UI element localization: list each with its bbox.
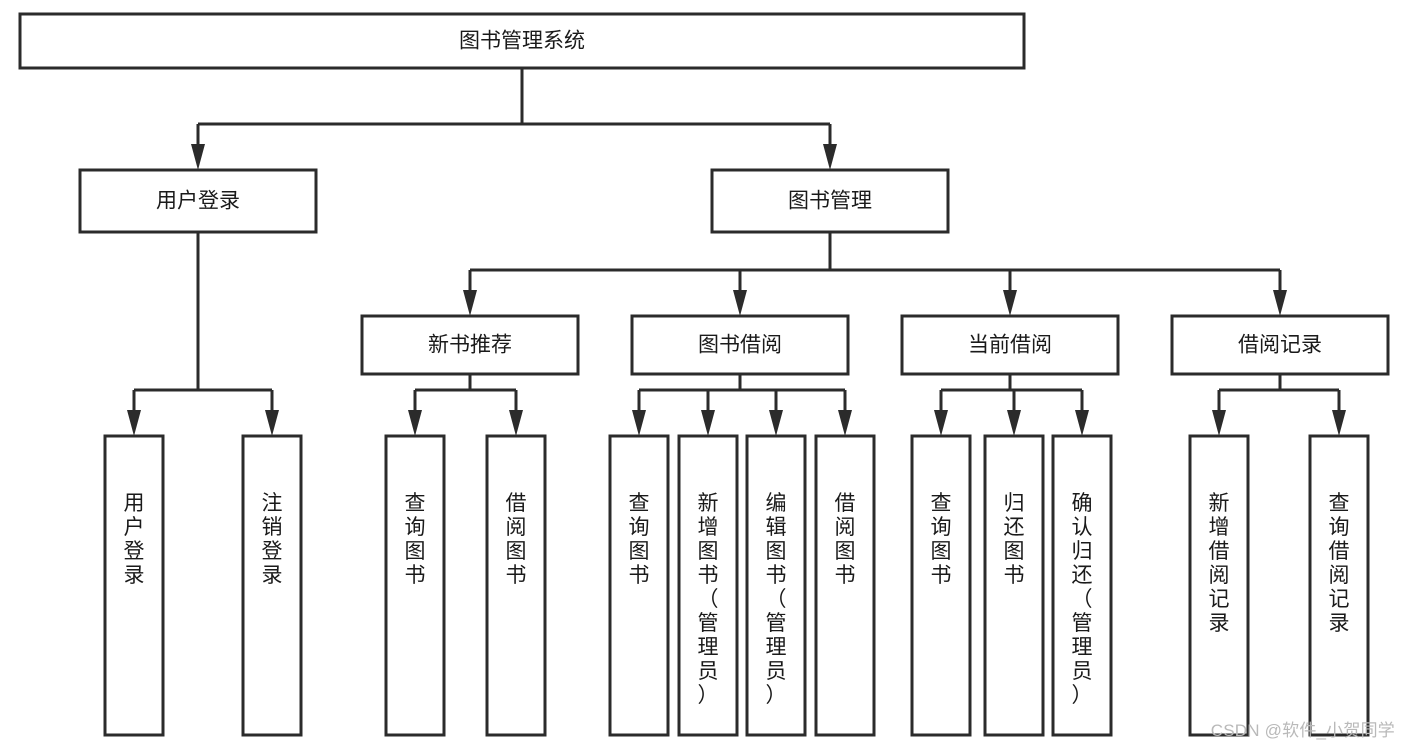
node-box (814, 434, 876, 737)
node-box (710, 168, 950, 234)
node-label: 用户登录 (124, 492, 145, 587)
node-leaf-borrow-book-1[interactable]: 借阅图书 (485, 434, 547, 737)
node-box (1308, 434, 1370, 737)
arrow-head-icon (1007, 410, 1021, 436)
node-box (745, 434, 807, 737)
node-box (900, 314, 1120, 376)
node-box (384, 434, 446, 737)
node-new-book-recommend[interactable]: 新书推荐 (360, 314, 580, 376)
node-label: 新书推荐 (428, 334, 512, 357)
arrow-head-icon (934, 410, 948, 436)
node-borrow-record[interactable]: 借阅记录 (1170, 314, 1390, 376)
node-label: 用户登录 (156, 190, 240, 213)
node-box (360, 314, 580, 376)
node-leaf-confirm-return[interactable]: 确认归还（管理员） (1051, 434, 1113, 737)
node-leaf-logout[interactable]: 注销登录 (241, 434, 303, 737)
node-box (78, 168, 318, 234)
node-label: 确认归还（管理员） (1072, 492, 1093, 707)
node-leaf-add-book[interactable]: 新增图书（管理员） (677, 434, 739, 737)
arrow-head-icon (127, 410, 141, 436)
node-leaf-query-book-3[interactable]: 查询图书 (910, 434, 972, 737)
connector-layer (127, 68, 1346, 436)
node-box (485, 434, 547, 737)
node-leaf-borrow-book-2[interactable]: 借阅图书 (814, 434, 876, 737)
node-book-borrow[interactable]: 图书借阅 (630, 314, 850, 376)
arrow-head-icon (838, 410, 852, 436)
node-box (241, 434, 303, 737)
node-label: 归还图书 (1004, 492, 1025, 587)
arrow-head-icon (1003, 290, 1017, 316)
node-leaf-query-record[interactable]: 查询借阅记录 (1308, 434, 1370, 737)
node-current-borrow[interactable]: 当前借阅 (900, 314, 1120, 376)
node-label: 图书管理系统 (459, 30, 585, 53)
arrow-head-icon (509, 410, 523, 436)
node-leaf-user-login[interactable]: 用户登录 (103, 434, 165, 737)
node-label: 图书管理 (788, 190, 872, 213)
arrow-head-icon (408, 410, 422, 436)
node-box (983, 434, 1045, 737)
node-leaf-add-record[interactable]: 新增借阅记录 (1188, 434, 1250, 737)
node-label: 新增借阅记录 (1209, 492, 1230, 635)
node-label: 注销登录 (262, 492, 283, 587)
arrow-head-icon (463, 290, 477, 316)
node-leaf-query-book-2[interactable]: 查询图书 (608, 434, 670, 737)
node-box (630, 314, 850, 376)
node-box (1170, 314, 1390, 376)
node-box (103, 434, 165, 737)
arrow-head-icon (769, 410, 783, 436)
node-label: 借阅图书 (506, 492, 527, 587)
arrow-head-icon (701, 410, 715, 436)
node-label: 查询图书 (931, 492, 952, 587)
node-label: 查询借阅记录 (1329, 492, 1350, 635)
node-user-login[interactable]: 用户登录 (78, 168, 318, 234)
node-layer: 图书管理系统用户登录图书管理新书推荐图书借阅当前借阅借阅记录用户登录注销登录查询… (18, 12, 1390, 737)
arrow-head-icon (632, 410, 646, 436)
arrow-head-icon (823, 144, 837, 170)
arrow-head-icon (733, 290, 747, 316)
node-box (1051, 434, 1113, 737)
node-leaf-query-book-1[interactable]: 查询图书 (384, 434, 446, 737)
node-box (18, 12, 1026, 70)
node-label: 借阅图书 (835, 492, 856, 587)
node-book-management[interactable]: 图书管理 (710, 168, 950, 234)
node-root[interactable]: 图书管理系统 (18, 12, 1026, 70)
node-box (910, 434, 972, 737)
node-leaf-return-book[interactable]: 归还图书 (983, 434, 1045, 737)
node-box (677, 434, 739, 737)
node-label: 查询图书 (405, 492, 426, 587)
arrow-head-icon (1332, 410, 1346, 436)
node-box (608, 434, 670, 737)
arrow-head-icon (191, 144, 205, 170)
node-label: 当前借阅 (968, 334, 1052, 357)
node-label: 借阅记录 (1238, 334, 1322, 357)
node-label: 图书借阅 (698, 334, 782, 357)
arrow-head-icon (265, 410, 279, 436)
node-label: 编辑图书（管理员） (766, 492, 787, 707)
node-box (1188, 434, 1250, 737)
node-label: 新增图书（管理员） (698, 492, 719, 707)
arrow-head-icon (1075, 410, 1089, 436)
arrow-head-icon (1273, 290, 1287, 316)
node-label: 查询图书 (629, 492, 650, 587)
node-leaf-edit-book[interactable]: 编辑图书（管理员） (745, 434, 807, 737)
arrow-head-icon (1212, 410, 1226, 436)
